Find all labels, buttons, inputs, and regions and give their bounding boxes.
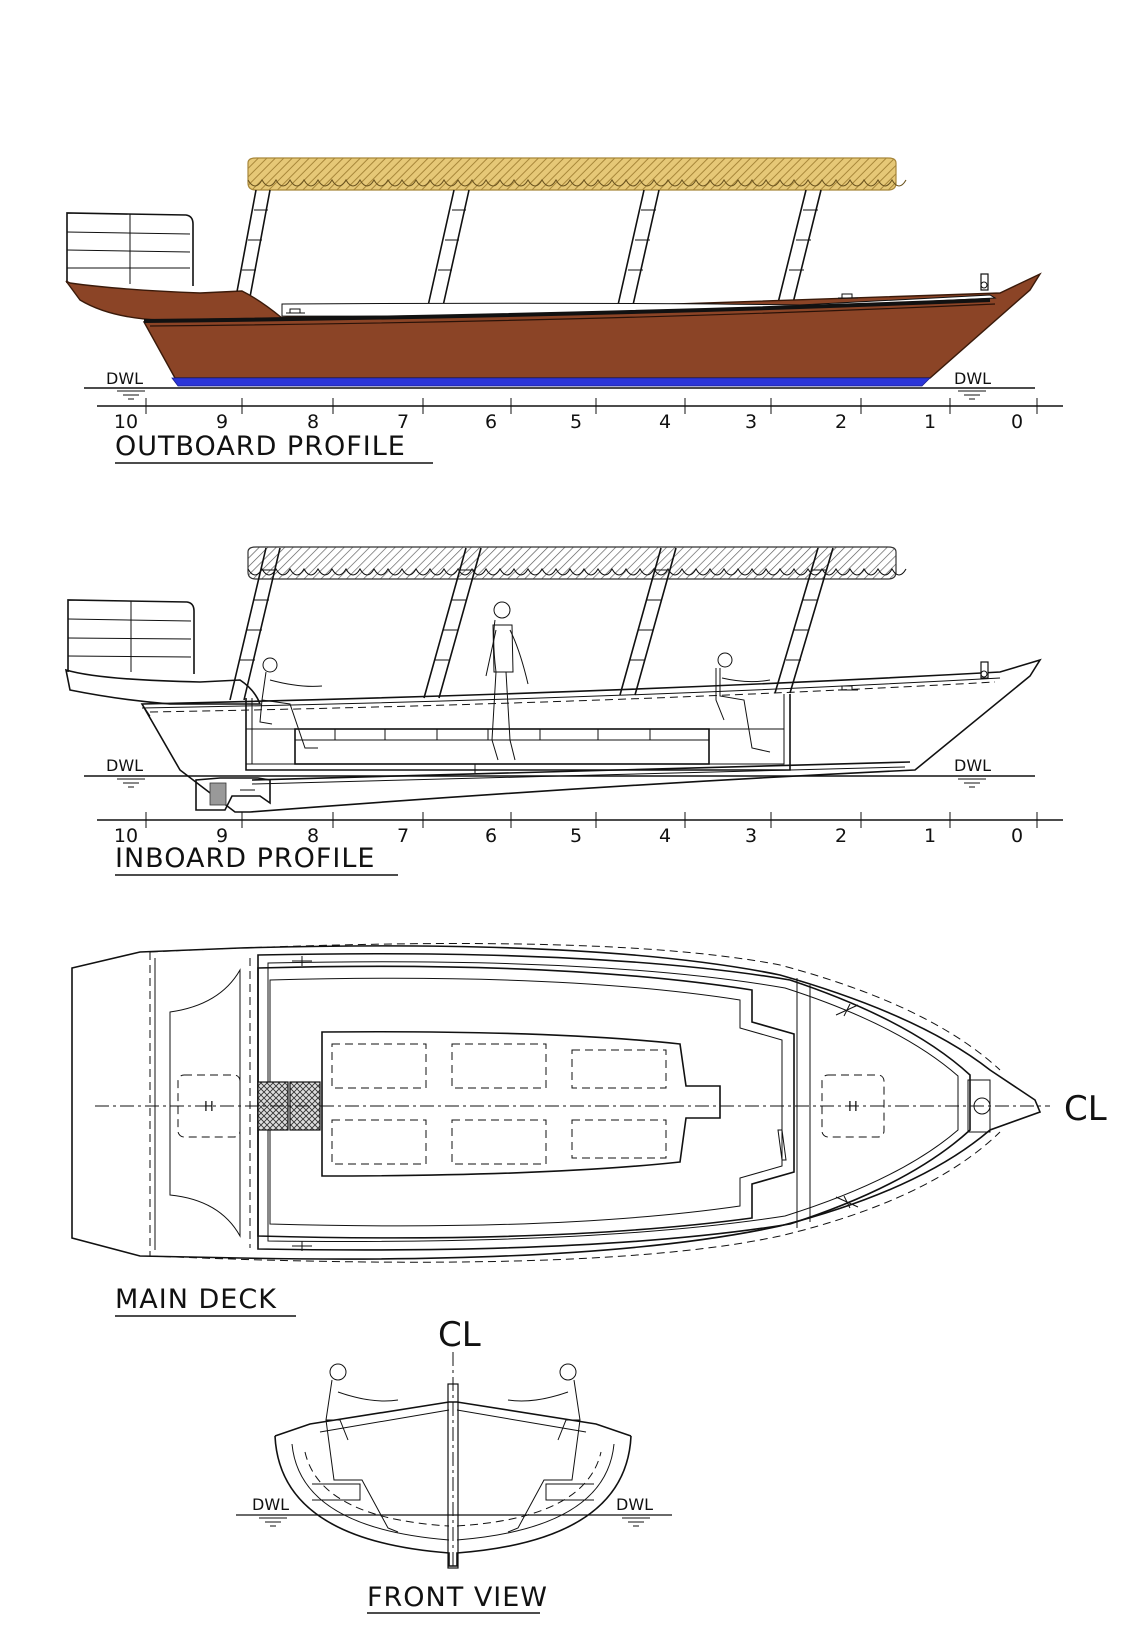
station-number: 7 (397, 825, 409, 847)
station-number: 2 (835, 825, 847, 847)
hull-side (142, 272, 1042, 379)
dwl-marker-right: DWL (616, 1495, 653, 1527)
dwl-label: DWL (616, 1495, 653, 1514)
station-number: 5 (570, 825, 582, 847)
dwl-marker-left: DWL (252, 1495, 289, 1527)
passenger-seated-fwd (715, 652, 771, 753)
cleat-fwd (838, 293, 858, 299)
hull-outline (140, 658, 1042, 813)
canopy-valance (247, 178, 907, 187)
station-number: 6 (485, 825, 497, 847)
dwl-marker-right: DWL (954, 369, 991, 400)
station-number: 2 (835, 411, 847, 433)
dwl-marker-right: DWL (954, 756, 991, 788)
station-number: 3 (745, 825, 757, 847)
station-number: 3 (745, 411, 757, 433)
canopy-posts (229, 547, 834, 701)
passenger-seated-port (325, 1363, 399, 1533)
center-bench (321, 1030, 721, 1177)
station-number: 10 (114, 825, 138, 847)
front-view: CL DWL DWL (236, 1315, 672, 1614)
view-title: OUTBOARD PROFILE (115, 431, 406, 462)
canopy (247, 157, 907, 191)
dwl-label: DWL (106, 369, 143, 388)
hull-section (274, 1435, 632, 1567)
stern-railing (66, 212, 194, 286)
passenger-seated-aft (259, 657, 323, 749)
bottom-paint (171, 377, 931, 387)
seat-cushions (331, 1043, 667, 1165)
station-number: 6 (485, 411, 497, 433)
station-number: 1 (924, 411, 936, 433)
station-number: 7 (397, 411, 409, 433)
cleat-aft (286, 308, 305, 314)
canopy-posts (235, 189, 822, 307)
dwl-marker-left: DWL (106, 756, 145, 788)
cockpit-interior (245, 694, 791, 773)
station-number: 8 (307, 825, 319, 847)
centerline-label: CL (438, 1315, 481, 1355)
station-number: 0 (1011, 825, 1023, 847)
dwl-label: DWL (252, 1495, 289, 1514)
view-title: INBOARD PROFILE (115, 843, 375, 874)
station-number: 1 (924, 825, 936, 847)
rub-rail (143, 298, 991, 323)
dwl-label: DWL (954, 369, 991, 388)
hatch-label: H (204, 1100, 214, 1115)
station-number: 9 (216, 411, 228, 433)
dwl-marker-left: DWL (106, 369, 145, 400)
centerline-label: CL (1064, 1089, 1107, 1129)
deck-outline (71, 945, 1042, 1260)
station-number: 0 (1011, 411, 1023, 433)
station-number: 10 (114, 411, 138, 433)
outboard-motor (195, 777, 271, 811)
keel-line (251, 761, 911, 781)
station-number: 4 (659, 411, 671, 433)
canopy (247, 546, 907, 580)
view-title: MAIN DECK (115, 1284, 277, 1315)
dwl-label: DWL (106, 756, 143, 775)
passenger-seated-starboard (507, 1363, 581, 1533)
bow-bitt (980, 661, 989, 679)
view-title: FRONT VIEW (367, 1582, 548, 1613)
station-number: 5 (570, 411, 582, 433)
station-number: 9 (216, 825, 228, 847)
station-number: 4 (659, 825, 671, 847)
stern-castle (64, 668, 262, 705)
station-number: 8 (307, 411, 319, 433)
hatch-label: H (848, 1100, 858, 1115)
dwl-label: DWL (954, 756, 991, 775)
bow-bitt (980, 273, 989, 291)
stern-castle (65, 280, 284, 321)
passenger-standing (485, 601, 529, 761)
main-deck-plan: H H CL MAIN DECK (71, 943, 1107, 1317)
stern-railing (67, 599, 195, 674)
canopy-valance (247, 567, 907, 576)
centerline-symbol: CL (1064, 1089, 1107, 1129)
cockpit-well (257, 965, 795, 1239)
